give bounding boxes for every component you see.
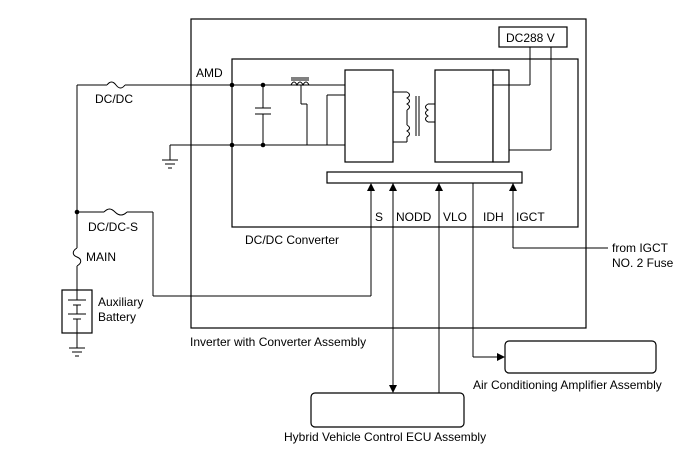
from-igct-label-2: NO. 2 Fuse bbox=[612, 256, 674, 270]
arrow-igct bbox=[509, 183, 517, 191]
input-wiring bbox=[76, 84, 372, 297]
dcdc-s-fuse bbox=[103, 208, 128, 216]
dcdc-fuse bbox=[106, 81, 126, 89]
amd-terminal-label: AMD bbox=[196, 66, 223, 80]
auxiliary-battery-label-1: Auxiliary bbox=[98, 295, 143, 309]
main-fuse bbox=[72, 247, 82, 267]
terminal-wiring bbox=[392, 183, 608, 393]
dc288-wiring bbox=[493, 47, 552, 151]
arrow-nodd-up bbox=[389, 183, 397, 191]
inverter-assembly-label: Inverter with Converter Assembly bbox=[190, 335, 366, 349]
terminal-nodd-label: NODD bbox=[396, 210, 432, 224]
dcdc-converter-box bbox=[231, 58, 579, 228]
rectifier-block-right bbox=[434, 69, 494, 163]
main-fuse-label: MAIN bbox=[86, 250, 116, 264]
arrow-vlo bbox=[435, 183, 443, 191]
hv-ecu-label: Hybrid Vehicle Control ECU Assembly bbox=[284, 430, 486, 444]
input-filter bbox=[169, 85, 345, 160]
terminal-igct-label: IGCT bbox=[516, 210, 545, 224]
switching-block-left bbox=[344, 69, 394, 163]
transformer bbox=[393, 91, 435, 143]
dcdc-s-fuse-label: DC/DC-S bbox=[88, 220, 138, 234]
arrow-s bbox=[367, 183, 375, 191]
ac-amplifier-label: Air Conditioning Amplifier Assembly bbox=[473, 378, 662, 392]
from-igct-label-1: from IGCT bbox=[612, 241, 669, 255]
dcdc-fuse-label: DC/DC bbox=[95, 92, 133, 106]
battery-ground-icon bbox=[69, 347, 85, 357]
output-cap-block bbox=[492, 69, 510, 163]
terminal-s-label: S bbox=[375, 210, 383, 224]
hv-ecu-box bbox=[310, 392, 465, 428]
dc288v-box bbox=[498, 26, 568, 48]
internal-ground-icon bbox=[162, 159, 178, 169]
arrow-nodd-down bbox=[389, 385, 397, 393]
input-inductor bbox=[290, 81, 310, 87]
arrow-idh bbox=[497, 353, 505, 361]
dc288v-label: DC288 V bbox=[506, 31, 555, 45]
auxiliary-battery bbox=[61, 289, 93, 348]
control-bus bbox=[326, 171, 523, 184]
terminal-idh-label: IDH bbox=[483, 210, 504, 224]
ac-amplifier-box bbox=[504, 340, 657, 374]
terminal-vlo-label: VLO bbox=[443, 210, 467, 224]
dcdc-converter-label: DC/DC Converter bbox=[245, 233, 339, 247]
auxiliary-battery-label-2: Battery bbox=[98, 310, 136, 324]
